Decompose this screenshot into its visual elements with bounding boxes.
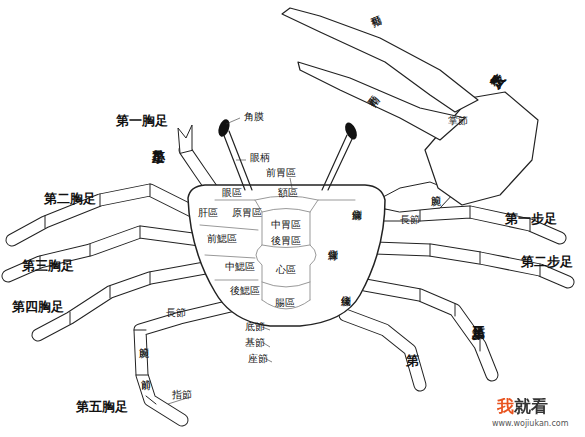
region-label: 心區 [276,265,296,276]
region-label: 腸區 [275,298,295,309]
region-label: 前胃區 [266,168,296,179]
appendage-label: 第五胸足 [76,400,128,414]
region-label: 眼區 [222,188,242,199]
part-label: 長節 [400,215,420,226]
part-label: 座節 [248,354,268,365]
part-label: 可動指 [366,8,376,12]
part-label: 長節 [166,308,186,319]
part-label: 角膜 [244,112,264,123]
watermark: 我就看 [497,398,548,416]
appendage-label: 第二胸足 [44,192,96,206]
part-label: 底節 [245,322,265,333]
carapace [188,185,385,326]
region-label: 前鰓區 [207,234,237,245]
region-lines [200,196,355,309]
region-label: 額區 [278,188,298,199]
appendage-label: 第 [406,354,419,368]
region-label: 中鰓區 [225,262,255,273]
appendage-label: 第一胸足 [116,114,168,128]
appendage-label: 第三胸足 [22,259,74,273]
part-label: 眼柄 [250,153,270,164]
appendage-label: 第四胸足 [12,300,64,314]
part-label: 基節 [245,338,265,349]
leader-lines [168,118,292,404]
region-label: 中胃區 [271,220,301,231]
part-label: 掌節 [448,116,468,127]
appendage-label: 第一步足 [505,212,557,226]
appendage-label: 大螯足 [480,65,488,76]
leg-joints [40,184,540,404]
appendage-label: 第二步足 [521,255,573,269]
region-label: 後胃區 [271,236,301,247]
part-label: 指節 [172,390,192,401]
region-label: 肝區 [198,208,218,219]
watermark-url: www.wojiukan.com [492,420,568,428]
region-label: 原胃區 [232,208,262,219]
region-label: 後鰓區 [230,286,260,297]
